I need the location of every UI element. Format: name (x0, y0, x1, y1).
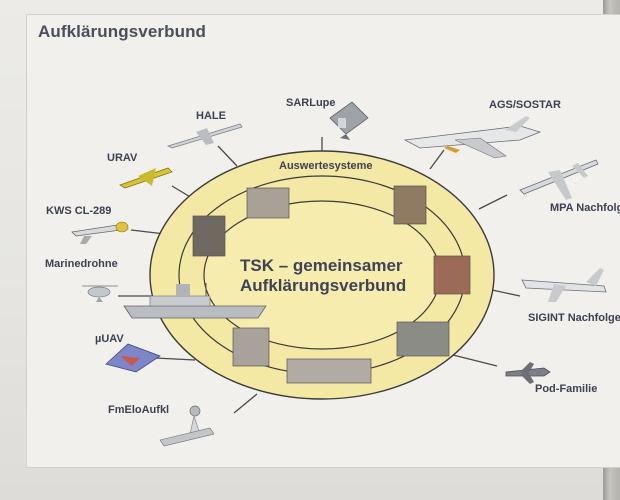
hale-aircraft-icon (168, 124, 242, 148)
station-photo-1 (247, 188, 289, 218)
label-marinedrohne: Marinedrohne (45, 258, 118, 270)
center-title: TSK – gemeinsamer Aufklärungsverbund (240, 256, 430, 296)
urav-drone-icon (120, 168, 172, 188)
sarlupe-satellite-icon (330, 102, 368, 140)
muav-drone-icon (106, 344, 160, 372)
connector-hale (218, 146, 237, 166)
station-photo-2 (394, 186, 426, 224)
connector-fmelo (234, 394, 257, 413)
marinedrohne-helicopter-icon (82, 286, 118, 302)
mpa-aircraft-icon (520, 160, 598, 200)
label-hale: HALE (196, 110, 226, 122)
sigint-aircraft-icon (522, 268, 606, 302)
kws-drone-icon (72, 222, 128, 244)
station-photo-5 (233, 328, 269, 366)
label-pod: Pod-Familie (535, 383, 597, 395)
label-mpa: MPA Nachfolge (550, 202, 620, 214)
connector-ags (430, 150, 444, 169)
connector-mpa (479, 195, 507, 209)
center-title-line2: Aufklärungsverbund (240, 276, 430, 296)
label-sarlupe: SARLupe (286, 97, 336, 109)
ags-jet-icon (405, 116, 540, 158)
connector-sigint (492, 290, 520, 296)
connector-muav (155, 358, 195, 360)
ring-label-auswertesysteme: Auswertesysteme (279, 160, 373, 172)
label-ags-sostar: AGS/SOSTAR (489, 99, 561, 111)
pod-fighter-jet-icon (506, 362, 550, 384)
center-title-line1: TSK – gemeinsamer (240, 256, 430, 276)
label-muav: µUAV (95, 333, 124, 345)
station-photo-3 (193, 216, 225, 256)
label-sigint: SIGINT Nachfolge (528, 312, 620, 324)
station-photo-7 (287, 359, 371, 383)
connector-pod (453, 355, 497, 366)
station-photo-6 (397, 322, 449, 356)
label-kws: KWS CL-289 (46, 205, 111, 217)
label-fmelo: FmEloAufkl (108, 404, 169, 416)
label-urav: URAV (107, 152, 137, 164)
station-photo-4 (434, 256, 470, 294)
